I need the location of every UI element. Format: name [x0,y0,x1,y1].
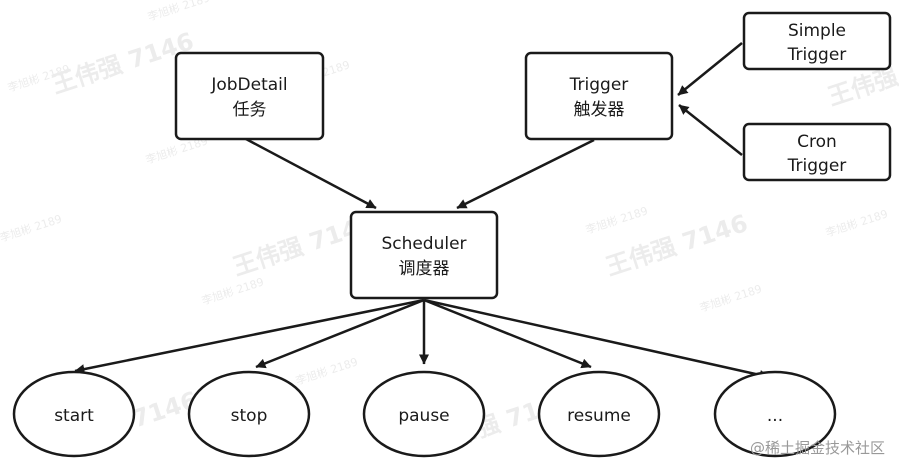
edge-scheduler-to-start [74,298,425,375]
more-node: ... [713,370,837,458]
trigger-label-line2: 触发器 [574,100,625,120]
cron-trigger-node: Cron Trigger [742,122,892,182]
scheduler-label-line2: 调度器 [399,259,450,279]
jobdetail-node: JobDetail 任务 [174,51,325,141]
edge-trigger-to-scheduler [456,138,595,210]
trigger-node: Trigger 触发器 [524,51,674,141]
stop-label: stop [231,406,268,426]
simple-trigger-label-line1: Simple [788,21,846,41]
edge-crontrigger-to-trigger [678,104,743,156]
pause-node: pause [362,370,486,458]
edges [74,42,770,380]
jobdetail-label-line1: JobDetail [210,75,287,95]
footer-watermark: @稀土掘金技术社区 [749,439,885,457]
edge-scheduler-to-stop [255,298,425,369]
resume-node: resume [537,370,661,458]
cron-trigger-label-line1: Cron [797,132,837,152]
edge-simpletrigger-to-trigger [677,42,743,96]
edge-scheduler-to-resume [423,298,592,369]
edge-jobdetail-to-scheduler [245,137,377,210]
trigger-label-line1: Trigger [569,75,629,95]
stop-node: stop [187,370,311,458]
jobdetail-label-line2: 任务 [233,100,267,120]
scheduler-node: Scheduler 调度器 [349,210,499,300]
resume-label: resume [567,406,631,426]
cron-trigger-label-line2: Trigger [787,156,847,176]
edge-scheduler-to-more [423,298,770,380]
simple-trigger-label-line2: Trigger [787,45,847,65]
start-label: start [54,406,94,426]
start-node: start [12,370,136,458]
more-label: ... [767,406,783,426]
scheduler-label-line1: Scheduler [381,234,466,254]
simple-trigger-node: Simple Trigger [742,11,892,71]
pause-label: pause [398,406,449,426]
